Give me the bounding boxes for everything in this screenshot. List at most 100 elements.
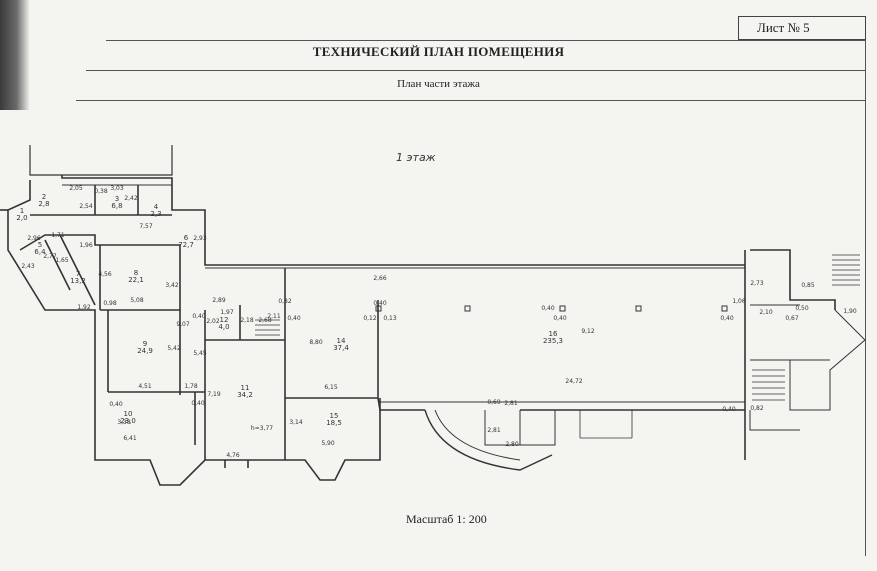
dimension-label: 0,82 bbox=[278, 298, 292, 305]
document-title: ТЕХНИЧЕСКИЙ ПЛАН ПОМЕЩЕНИЯ bbox=[312, 44, 565, 59]
room-area: 23,0 bbox=[120, 417, 136, 425]
dimension-label: 2,02 bbox=[206, 318, 220, 325]
dimension-label: 9,07 bbox=[176, 321, 190, 328]
dimension-label: 0,13 bbox=[383, 315, 397, 322]
room-area: 22,1 bbox=[128, 276, 144, 284]
dimension-label: 8,80 bbox=[309, 339, 323, 346]
dimension-label: 0,40 bbox=[722, 406, 736, 413]
room-area: 4,0 bbox=[218, 323, 229, 331]
room-area: 13,2 bbox=[70, 277, 86, 285]
dimension-label: 7,19 bbox=[207, 391, 221, 398]
dimension-label: 0,69 bbox=[487, 399, 501, 406]
document-subtitle: План части этажа bbox=[397, 78, 480, 90]
dimension-label: 0,50 bbox=[795, 305, 809, 312]
dimension-label: 2,68 bbox=[258, 317, 272, 324]
room-number: 4 bbox=[154, 203, 159, 211]
scale-label: Масштаб 1: 200 bbox=[406, 512, 487, 526]
dimension-label: 0,82 bbox=[750, 405, 764, 412]
dimension-label: 1,92 bbox=[77, 304, 91, 311]
room-area: 72,7 bbox=[178, 241, 194, 249]
room-area: 2,0 bbox=[16, 214, 27, 222]
dimension-label: 5,45 bbox=[193, 350, 207, 357]
dimension-label: 2,10 bbox=[759, 309, 773, 316]
title-bottom-rule bbox=[86, 70, 866, 71]
dimension-label: 2,42 bbox=[124, 195, 138, 202]
frame-right-border bbox=[865, 16, 866, 556]
dimension-label: 1,97 bbox=[220, 309, 234, 316]
dimension-label: 0,40 bbox=[192, 313, 206, 320]
dimension-label: 6,15 bbox=[324, 384, 338, 391]
dimension-label: 2,81 bbox=[504, 400, 518, 407]
room-number: 7 bbox=[76, 270, 80, 278]
dimension-label: 4,76 bbox=[226, 452, 240, 459]
room-area: 235,3 bbox=[543, 337, 563, 345]
room-area: 34,2 bbox=[237, 391, 253, 399]
dimension-label: 2,80 bbox=[505, 441, 519, 448]
room-number: 14 bbox=[337, 337, 346, 345]
floor-label: 1 этаж bbox=[396, 151, 436, 164]
scan-edge-shadow bbox=[0, 0, 30, 110]
room-number: 12 bbox=[220, 316, 229, 324]
room-number: 16 bbox=[549, 330, 558, 338]
dimension-label: 0,40 bbox=[287, 315, 301, 322]
dimension-label: 0,40 bbox=[373, 300, 387, 307]
dimension-label: 2,73 bbox=[750, 280, 764, 287]
subtitle-bottom-rule bbox=[76, 100, 866, 101]
dimension-label: 2,96 bbox=[27, 235, 41, 242]
dimension-label: 9,12 bbox=[581, 328, 595, 335]
room-area: 6,4 bbox=[34, 248, 46, 256]
dimension-label: 2,93 bbox=[193, 235, 207, 242]
dimension-label: 1,90 bbox=[843, 308, 857, 315]
dimension-label: 0,40 bbox=[720, 315, 734, 322]
dimension-label: 3,03 bbox=[110, 185, 124, 192]
room-number: 9 bbox=[143, 340, 147, 348]
dimension-label: 24,72 bbox=[565, 378, 582, 385]
sheet-number: Лист № 5 bbox=[738, 16, 866, 40]
dimension-label: h=3,77 bbox=[251, 425, 273, 432]
dimension-label: 1,65 bbox=[55, 257, 69, 264]
dimension-label: 0,67 bbox=[785, 315, 799, 322]
dimension-label: 0,38 bbox=[94, 188, 108, 195]
dimension-label: 1,71 bbox=[51, 232, 65, 239]
room-number: 1 bbox=[20, 207, 24, 215]
dimension-label: 2,05 bbox=[69, 185, 83, 192]
room-number: 5 bbox=[38, 241, 42, 249]
room-number: 11 bbox=[241, 384, 250, 392]
dimension-label: 5,90 bbox=[321, 440, 335, 447]
dimension-label: 0,98 bbox=[103, 300, 117, 307]
dimension-label: 7,57 bbox=[139, 223, 153, 230]
dimension-label: 2,66 bbox=[373, 275, 387, 282]
dimension-label: 1,06 bbox=[732, 298, 746, 305]
dimension-label: 0,40 bbox=[109, 401, 123, 408]
dimension-label: 4,56 bbox=[98, 271, 112, 278]
dimension-label: 2,89 bbox=[212, 297, 226, 304]
dimension-label: 4,51 bbox=[138, 383, 152, 390]
dimension-label: 0,85 bbox=[801, 282, 815, 289]
dimension-label: 3,38 bbox=[117, 419, 131, 426]
dimension-label: 2,77 bbox=[43, 253, 57, 260]
room-number: 8 bbox=[134, 269, 138, 277]
room-area: 2,3 bbox=[150, 210, 161, 218]
room-area: 6,8 bbox=[111, 202, 122, 210]
title-rule bbox=[106, 40, 866, 41]
dimension-label: 0,40 bbox=[553, 315, 567, 322]
room-area: 2,8 bbox=[38, 200, 49, 208]
room-number: 3 bbox=[115, 195, 119, 203]
room-area: 37,4 bbox=[333, 344, 349, 352]
dimension-label: 2,18 bbox=[240, 317, 254, 324]
dimension-label: 2,81 bbox=[487, 427, 501, 434]
dimension-label: 3,42 bbox=[165, 282, 179, 289]
room-number: 2 bbox=[42, 193, 46, 201]
dimension-label: 0,40 bbox=[541, 305, 555, 312]
dimension-label: 5,08 bbox=[130, 297, 144, 304]
room-number: 10 bbox=[124, 410, 133, 418]
dimension-label: 1,78 bbox=[184, 383, 198, 390]
dimension-label: 0,12 bbox=[363, 315, 377, 322]
dimension-label: 0,40 bbox=[191, 400, 205, 407]
room-number: 6 bbox=[184, 234, 189, 242]
dimension-label: 5,42 bbox=[167, 345, 181, 352]
dimension-label: 6,41 bbox=[123, 435, 137, 442]
room-number: 15 bbox=[330, 412, 339, 420]
dimension-label: 2,54 bbox=[79, 203, 93, 210]
